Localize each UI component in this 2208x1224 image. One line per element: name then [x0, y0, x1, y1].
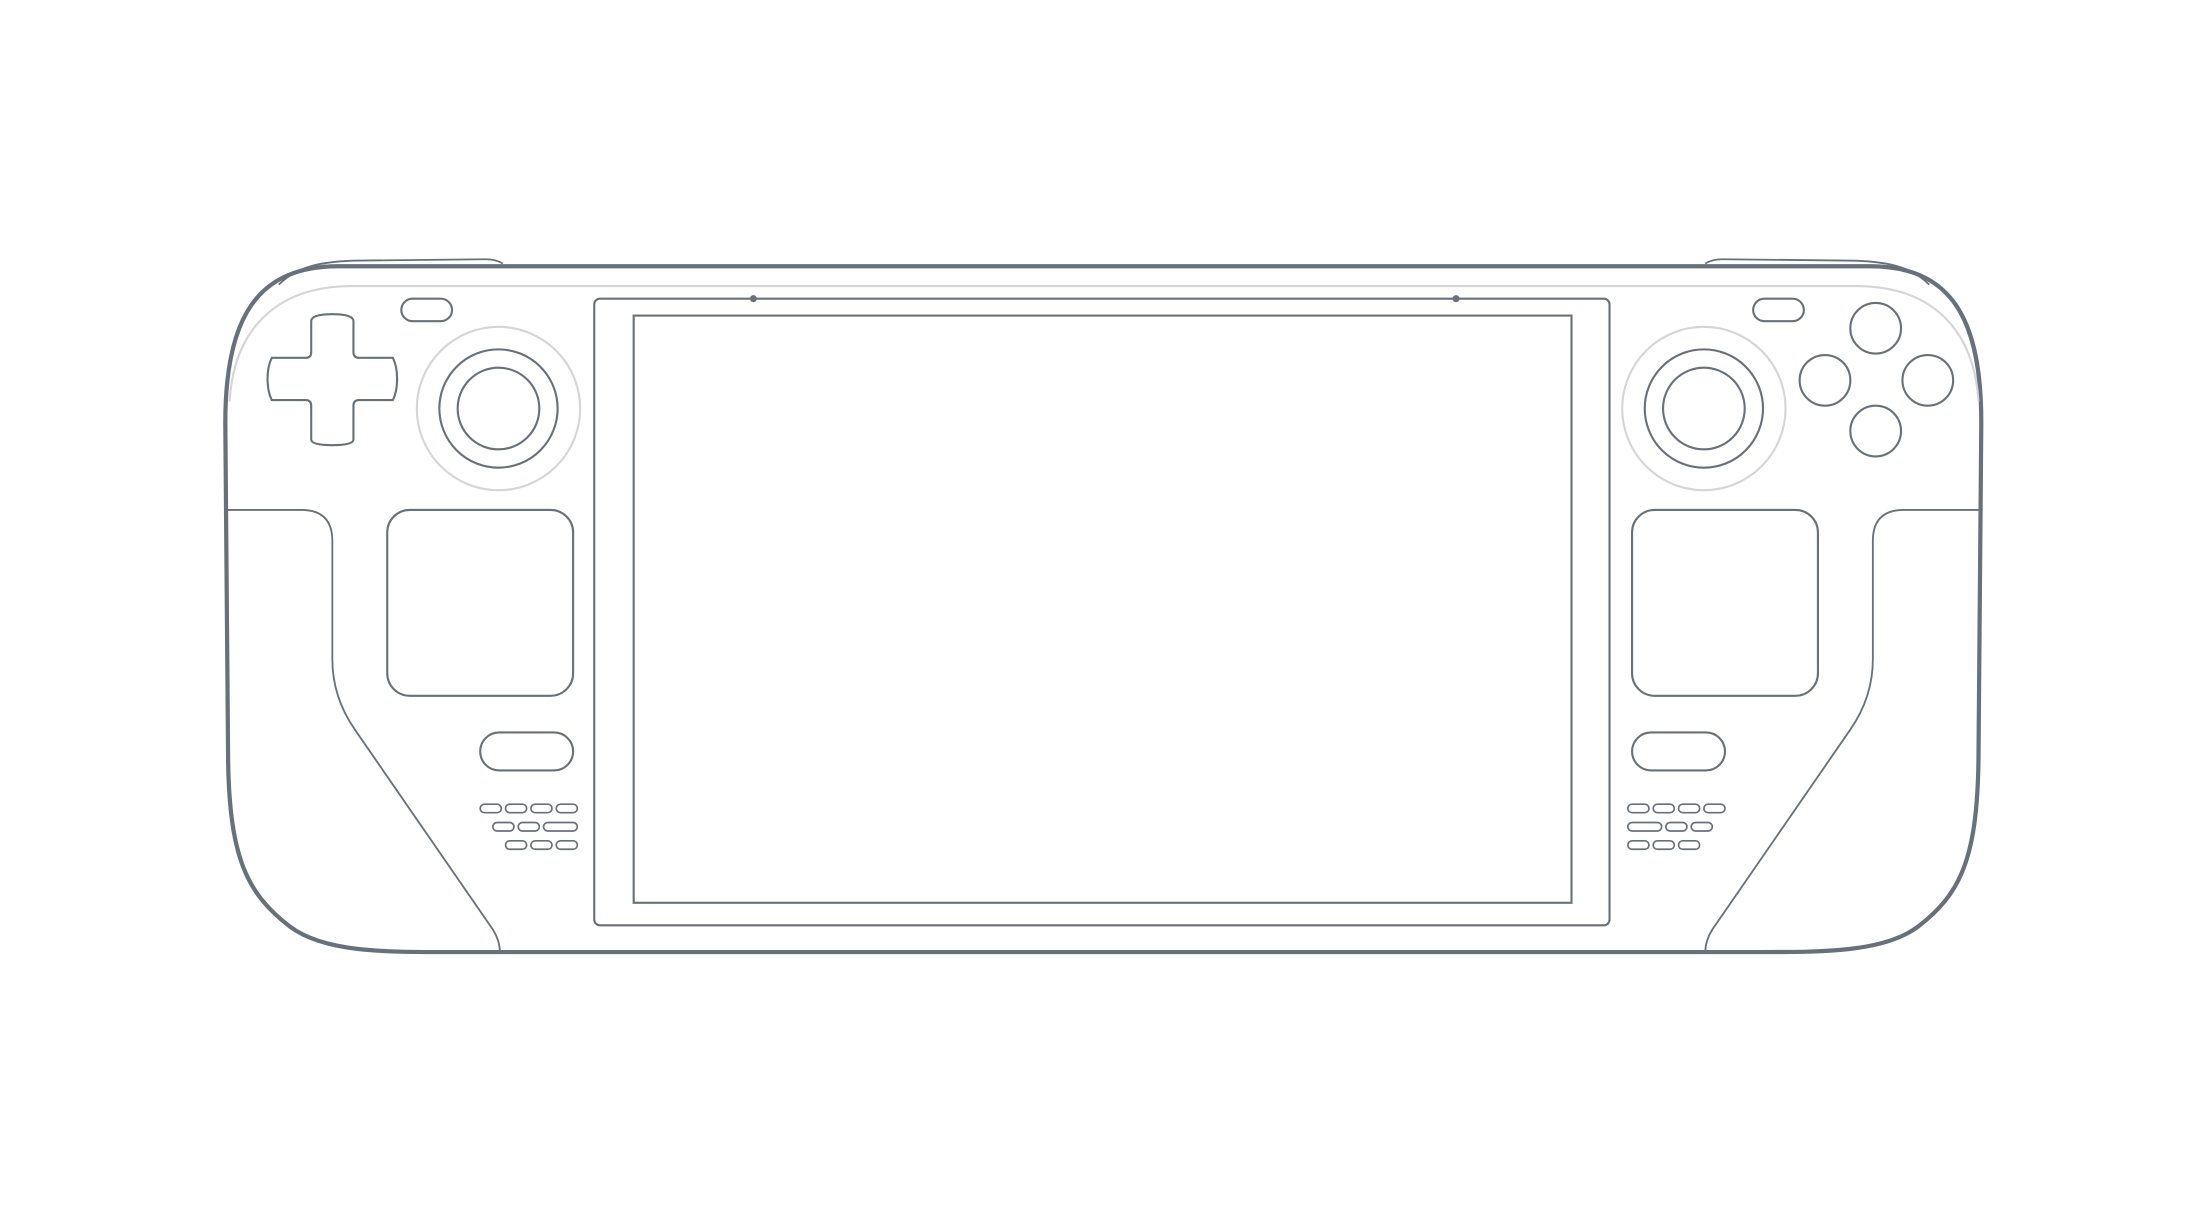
right-shoulder-bumper [1704, 258, 1930, 286]
dpad[interactable] [266, 313, 399, 447]
left-stick-surround [415, 325, 582, 492]
y-button[interactable] [1849, 301, 1903, 355]
body-inner-contour [228, 284, 1980, 402]
screen-bezel [593, 297, 1611, 927]
device-body-outline [223, 264, 1984, 955]
right-stick-cap[interactable] [1661, 366, 1746, 451]
a-button[interactable] [1849, 404, 1903, 458]
right-grip-line [1704, 508, 1979, 953]
display [632, 314, 1573, 904]
view-button[interactable] [400, 297, 454, 323]
steam-button[interactable] [479, 731, 575, 772]
right-trackpad[interactable] [1631, 508, 1819, 697]
quick-access-button[interactable] [1631, 731, 1727, 772]
left-stick-ring[interactable] [438, 348, 559, 469]
left-shoulder-bumper [278, 258, 504, 286]
x-button[interactable] [1798, 353, 1852, 407]
sensor-dot-right [1452, 295, 1460, 303]
b-button[interactable] [1901, 353, 1955, 407]
right-stick-surround [1621, 325, 1787, 492]
left-grip-line [226, 508, 501, 953]
left-speaker-grille [479, 803, 579, 851]
sensor-dot-left [749, 295, 757, 303]
left-stick-cap[interactable] [456, 366, 541, 451]
menu-button[interactable] [1752, 297, 1805, 323]
right-stick-ring[interactable] [1643, 348, 1765, 469]
left-trackpad[interactable] [386, 508, 575, 697]
right-speaker-grille [1626, 803, 1726, 851]
